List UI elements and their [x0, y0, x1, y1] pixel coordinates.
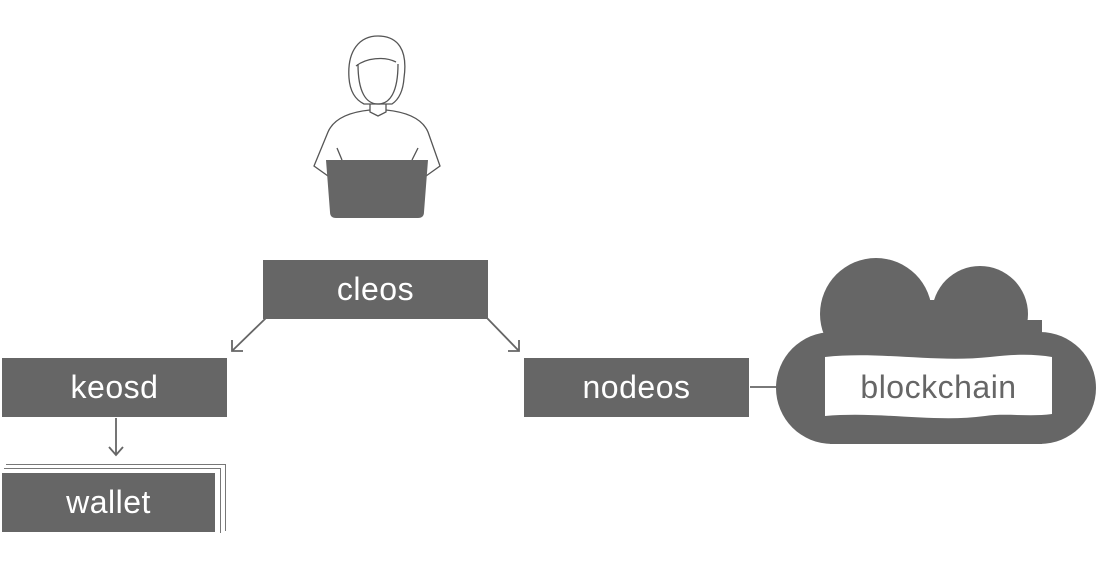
- blockchain-label: blockchain: [860, 368, 1017, 405]
- wallet-label: wallet: [66, 484, 151, 520]
- laptop-icon: [326, 160, 428, 218]
- user-icon: [313, 35, 441, 177]
- arrow-cleos-nodeos: [486, 317, 520, 352]
- nodeos-node: nodeos: [524, 358, 749, 417]
- cleos-node: cleos: [263, 260, 488, 319]
- cleos-label: cleos: [336, 271, 415, 307]
- blockchain-panel-shape: [825, 354, 1052, 419]
- nodeos-label: nodeos: [582, 369, 691, 405]
- keosd-node: keosd: [2, 358, 227, 417]
- keosd-label: keosd: [70, 369, 159, 405]
- wallet-node: wallet: [2, 473, 215, 532]
- arrow-cleos-keosd: [231, 317, 267, 352]
- arrow-keosd-wallet: [108, 418, 124, 457]
- blockchain-node: blockchain: [826, 356, 1051, 418]
